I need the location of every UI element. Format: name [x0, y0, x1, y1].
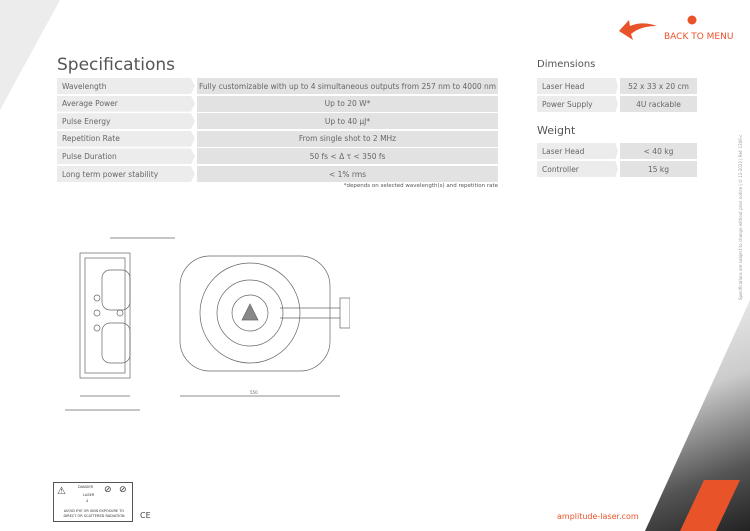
laser-class: 4 [86, 499, 89, 503]
no-eye-icon: ⊘ [104, 485, 112, 495]
spec-value: Fully customizable with up to 4 simultan… [197, 78, 498, 94]
back-arrow-icon [619, 20, 657, 40]
weight-value: 15 kg [620, 161, 697, 177]
weight-label: Controller [537, 161, 618, 177]
weight-row: Laser Head< 40 kg [537, 143, 697, 159]
corner-decoration [0, 0, 60, 110]
dimension-value: 52 x 33 x 20 cm [620, 78, 697, 94]
spec-label: Repetition Rate [57, 130, 195, 147]
spec-value: < 1% rms [197, 166, 498, 182]
spec-value: Up to 20 W* [197, 95, 498, 112]
dot-icon [687, 15, 697, 25]
spec-value: 50 fs < Δ τ < 350 fs [197, 148, 498, 165]
weight-label: Laser Head [537, 143, 618, 159]
spec-label: Long term power stability [57, 166, 195, 182]
warning-line-1: AVOID EYE OR SKIN EXPOSURE TO [63, 509, 125, 513]
spec-label: Pulse Energy [57, 113, 195, 130]
weight-value: < 40 kg [620, 143, 697, 159]
danger-label: DANGER [78, 485, 94, 489]
side-note: Specifications are subject to change wit… [738, 134, 743, 300]
no-skin-icon: ⊘ [119, 485, 127, 495]
dimension-label: Laser Head [537, 78, 618, 94]
laser-safety-label: ⚠ DANGER LASER 4 ⊘ ⊘ AVOID EYE OR SKIN E… [53, 482, 133, 522]
back-to-menu-button[interactable]: BACK TO MENU [615, 14, 740, 46]
laser-label: LASER [83, 493, 95, 497]
footnote: *depends on selected wavelength(s) and r… [343, 183, 498, 189]
website-link[interactable]: amplitude-laser.com [557, 512, 639, 521]
svg-text:550: 550 [250, 390, 258, 395]
dimensions-title: Dimensions [537, 59, 596, 70]
technical-drawing: 550 [65, 237, 350, 411]
spec-label: Wavelength [57, 78, 195, 94]
weight-title: Weight [537, 124, 576, 137]
specifications-title: Specifications [57, 55, 176, 75]
dimension-value: 4U rackable [620, 96, 697, 112]
dimension-label: Power Supply [537, 96, 618, 112]
spec-row: Long term power stability< 1% rms [57, 166, 498, 182]
back-to-menu-label: BACK TO MENU [664, 32, 734, 42]
spec-value: From single shot to 2 MHz [197, 130, 498, 147]
spec-value: Up to 40 µJ* [197, 113, 498, 130]
spec-label: Average Power [57, 95, 195, 112]
ce-mark: CE [140, 511, 151, 520]
warning-line-2: DIRECT OR SCATTERED RADIATION [63, 514, 125, 518]
spec-label: Pulse Duration [57, 148, 195, 165]
